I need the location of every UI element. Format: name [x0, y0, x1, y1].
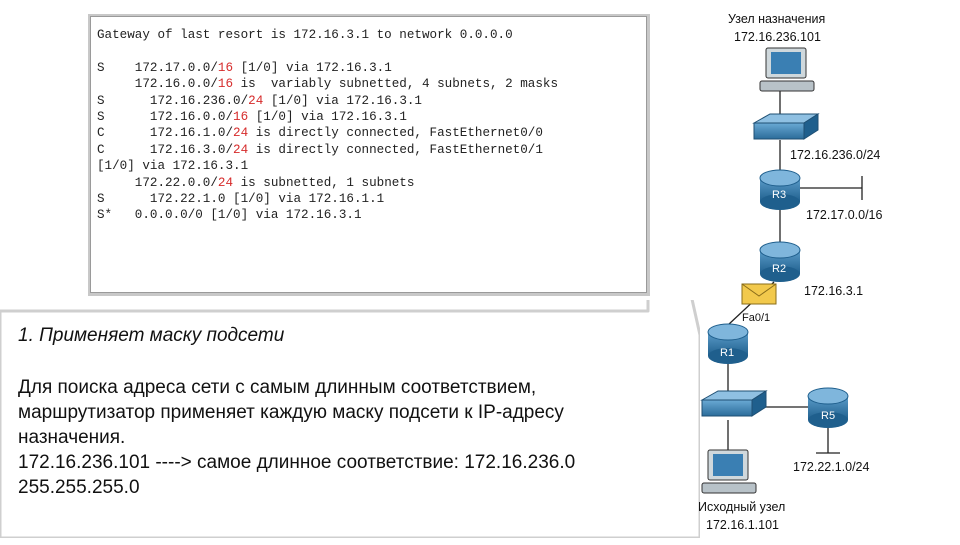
routing-text: C 172.16.3.0/	[97, 142, 234, 157]
network-topology: R3 R2 R1	[680, 0, 960, 540]
callout-body-line: Для поиска адреса сети с самым длинным с…	[18, 377, 537, 398]
label-net-172-17: 172.17.0.0/16	[806, 208, 883, 222]
prefix-length-highlight: 24	[217, 175, 234, 190]
prefix-length-highlight: 16	[233, 109, 249, 124]
routing-text: is directly connected, FastEthernet0/0	[248, 126, 543, 141]
routing-text: [1/0] via 172.16.3.1	[233, 60, 392, 75]
callout-body-line: 172.16.236.101 ----> самое длинное соотв…	[18, 452, 576, 473]
routing-text: S* 0.0.0.0/0 [1/0] via 172.16.3.1	[97, 208, 362, 223]
callout-body-line: маршрутизатор применяет каждую маску под…	[18, 402, 564, 423]
routing-text: [1/0] via 172.16.3.1	[263, 93, 422, 108]
routing-table-line: C 172.16.3.0/24 is directly connected, F…	[97, 142, 640, 158]
routing-table-line: C 172.16.1.0/24 is directly connected, F…	[97, 125, 640, 141]
router-r1-icon: R1	[707, 323, 749, 364]
routing-table-line: S 172.16.236.0/24 [1/0] via 172.16.3.1	[97, 93, 640, 109]
router-r3-icon: R3	[759, 169, 801, 210]
links	[727, 90, 863, 454]
prefix-length-highlight: 24	[233, 126, 249, 141]
label-interface-fa0-1: Fa0/1	[742, 312, 771, 324]
router-r2-icon: R2	[759, 241, 801, 282]
routing-text: is directly connected, FastEthernet0/1	[248, 142, 543, 157]
routing-text: [1/0] via 172.16.3.1	[97, 159, 249, 174]
prefix-length-highlight: 16	[217, 60, 234, 75]
routing-table-line: 172.16.0.0/16 is variably subnetted, 4 s…	[97, 76, 640, 92]
routing-table-line: S* 0.0.0.0/0 [1/0] via 172.16.3.1	[97, 207, 640, 223]
callout-pointer	[0, 300, 700, 538]
label-net-172-16-236: 172.16.236.0/24	[790, 148, 881, 162]
callout-body: Для поиска адреса сети с самым длинным с…	[18, 375, 678, 500]
router-r1-label: R1	[720, 347, 734, 359]
destination-ip: 172.16.236.101	[734, 30, 821, 44]
routing-text: 172.22.0.0/	[97, 175, 218, 190]
router-r5-label: R5	[821, 410, 835, 422]
prefix-length-highlight: 24	[248, 93, 264, 108]
routing-text: S 172.17.0.0/	[97, 60, 218, 75]
routing-table-line: [1/0] via 172.16.3.1	[97, 158, 640, 174]
source-title: Исходный узел	[698, 500, 786, 514]
routing-text: is subnetted, 1 subnets	[233, 175, 415, 190]
routing-text: [1/0] via 172.16.3.1	[248, 109, 407, 124]
callout-heading: 1. Применяет маску подсети	[18, 325, 285, 346]
destination-title: Узел назначения	[728, 12, 826, 26]
label-net-172-16-3: 172.16.3.1	[804, 284, 864, 298]
router-r3-label: R3	[772, 189, 786, 201]
callout-body-line: 255.255.255.0	[18, 477, 140, 498]
router-r5-icon: R5	[807, 387, 849, 428]
routing-text: Gateway of last resort is 172.16.3.1 to …	[97, 28, 513, 42]
routing-table-panel: Gateway of last resort is 172.16.3.1 to …	[88, 14, 650, 296]
callout-body-line: назначения.	[18, 427, 126, 448]
routing-text: C 172.16.1.0/	[97, 126, 234, 141]
routing-table-line: 172.22.0.0/24 is subnetted, 1 subnets	[97, 175, 640, 191]
routing-table-line: S 172.16.0.0/16 [1/0] via 172.16.3.1	[97, 109, 640, 125]
switch-icon-bottom	[700, 390, 768, 417]
switch-icon-top	[752, 113, 820, 140]
packet-envelope-icon	[741, 283, 777, 305]
label-net-172-22: 172.22.1.0/24	[793, 460, 870, 474]
routing-table-line: Gateway of last resort is 172.16.3.1 to …	[97, 27, 640, 43]
source-ip: 172.16.1.101	[706, 518, 779, 532]
prefix-length-highlight: 16	[217, 77, 234, 92]
routing-table-output: Gateway of last resort is 172.16.3.1 to …	[90, 16, 647, 293]
routing-table-line	[97, 43, 640, 59]
routing-text: S 172.16.0.0/	[97, 109, 234, 124]
routing-text: S 172.22.1.0 [1/0] via 172.16.1.1	[97, 191, 385, 206]
routing-table-line: S 172.22.1.0 [1/0] via 172.16.1.1	[97, 191, 640, 207]
routing-text: 172.16.0.0/	[97, 77, 218, 92]
source-pc-icon	[701, 449, 757, 494]
routing-table-line: S 172.17.0.0/16 [1/0] via 172.16.3.1	[97, 60, 640, 76]
routing-text: is variably subnetted, 4 subnets, 2 mask…	[233, 77, 559, 92]
prefix-length-highlight: 24	[233, 142, 249, 157]
destination-pc-icon	[759, 47, 815, 92]
router-r2-label: R2	[772, 263, 786, 275]
routing-text: S 172.16.236.0/	[97, 93, 249, 108]
